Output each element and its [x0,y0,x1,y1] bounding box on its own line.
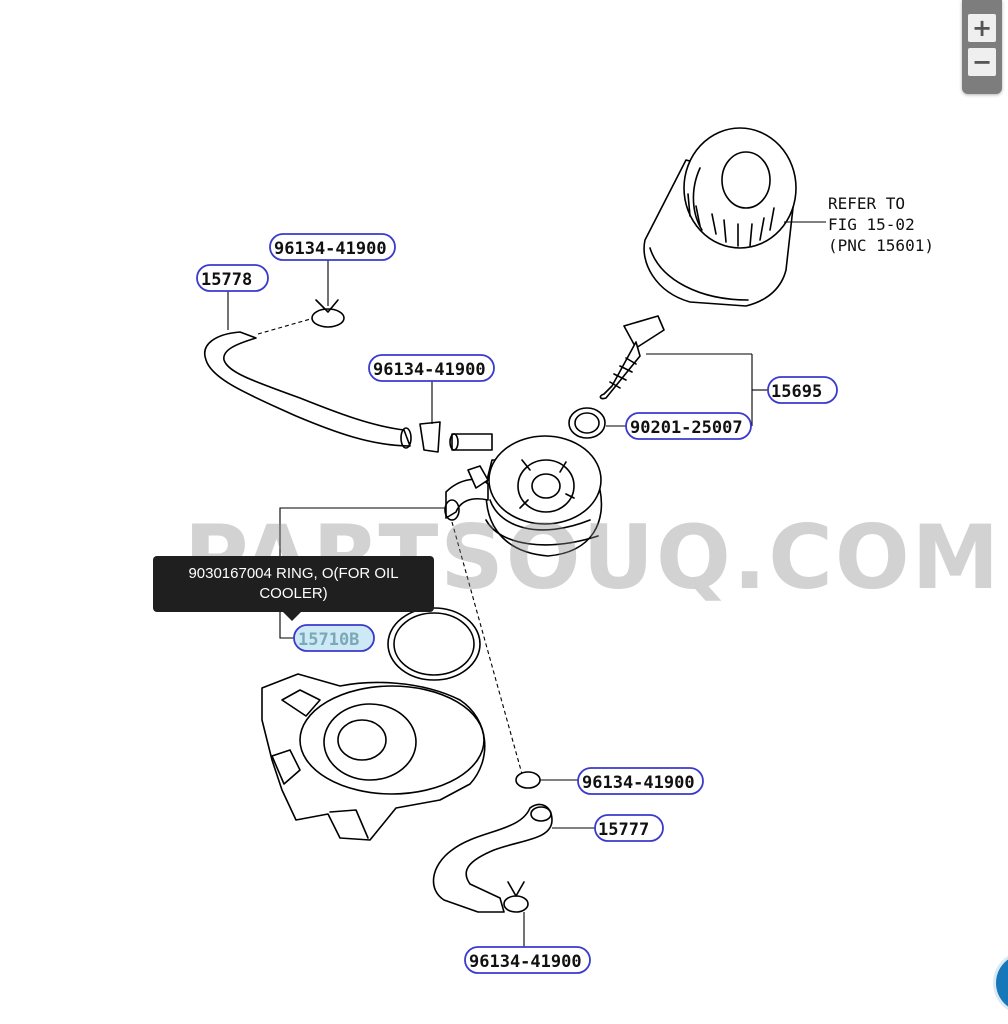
part-tooltip: 9030167004 RING, O(FOR OIL COOLER) [153,556,434,612]
refer-note-line1: REFER TO [828,194,905,213]
callout-96134-low[interactable]: 96134-41900 [577,767,704,795]
water-housing-drawing [261,673,486,841]
tooltip-arrow [283,612,301,621]
callout-15778[interactable]: 15778 [196,264,269,292]
svg-text:15777: 15777 [598,820,649,840]
callout-96134-mid[interactable]: 96134-41900 [368,354,495,382]
callout-15710b[interactable]: 15710B [293,624,375,652]
refer-note-line2: FIG 15-02 [828,215,915,234]
svg-text:96134-41900: 96134-41900 [582,773,695,793]
zoom-out-button[interactable]: − [968,48,996,76]
tooltip-text: 9030167004 RING, O(FOR OIL COOLER) [188,565,399,602]
refer-note-line3: (PNC 15601) [828,236,934,255]
zoom-control: + − [962,0,1002,94]
svg-text:90201-25007: 90201-25007 [630,418,743,438]
svg-text:96134-41900: 96134-41900 [274,239,387,259]
oil-filter-drawing [643,127,826,307]
clamp-top-drawing [311,258,345,328]
oil-cooler-drawing [444,435,603,557]
svg-text:96134-41900: 96134-41900 [373,360,486,380]
gasket-drawing [568,407,626,439]
pipe-nipple-drawing [449,433,493,451]
lower-hose-drawing [432,771,596,950]
upper-hose-drawing [203,290,412,449]
svg-text:15778: 15778 [201,270,252,290]
callout-15695[interactable]: 15695 [767,376,838,404]
chat-button[interactable] [996,954,1008,1012]
o-ring-drawing [387,607,481,681]
clamp-mid-drawing [419,380,441,453]
union-bolt-drawing [599,315,768,426]
callout-15777[interactable]: 15777 [594,814,664,842]
svg-text:96134-41900: 96134-41900 [469,952,582,972]
callout-90201[interactable]: 90201-25007 [625,412,752,440]
svg-text:15695: 15695 [771,382,822,402]
callout-96134-top[interactable]: 96134-41900 [269,233,396,261]
zoom-in-button[interactable]: + [968,14,996,42]
callout-96134-bottom[interactable]: 96134-41900 [464,946,591,974]
svg-text:15710B: 15710B [298,630,359,650]
